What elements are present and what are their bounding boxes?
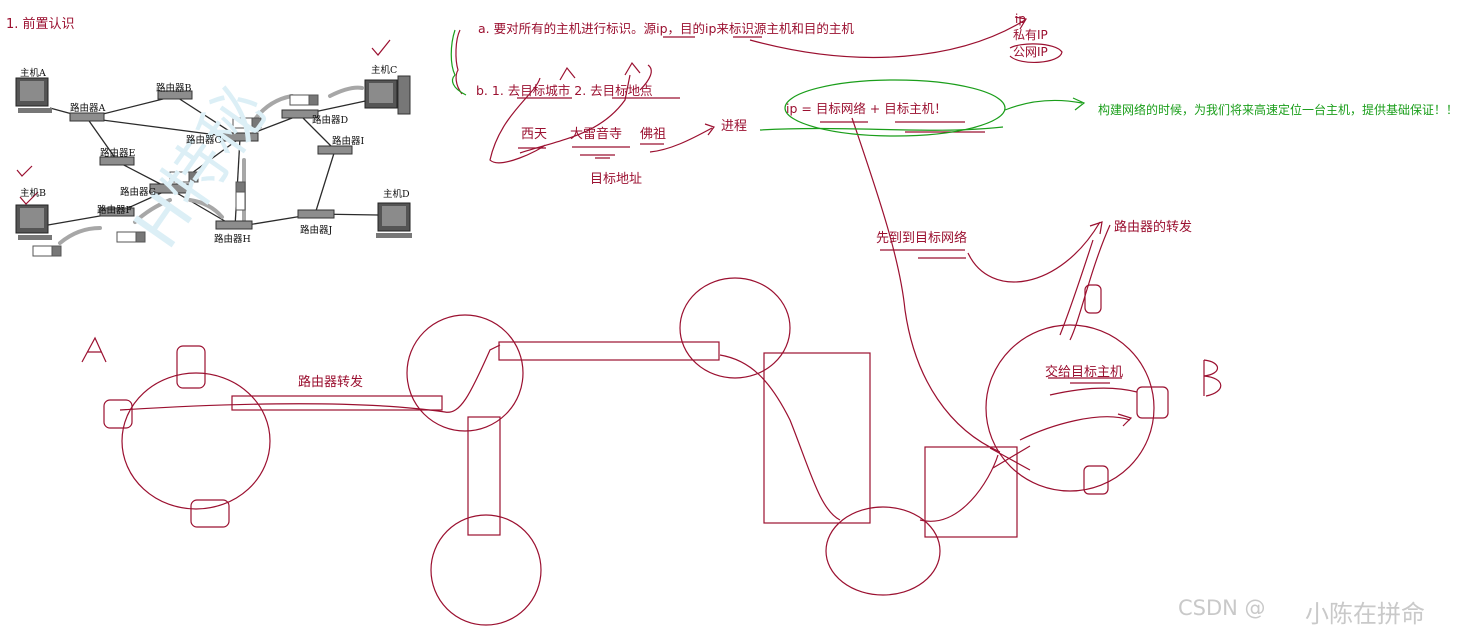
- router-j-label: 路由器J: [300, 225, 333, 236]
- router-a-label: 路由器A: [70, 103, 106, 114]
- section-title: 1. 前置认识: [6, 17, 75, 32]
- router-icons: [69, 90, 353, 230]
- host-a-icon: [15, 77, 52, 113]
- csdn-watermark: CSDN @: [1178, 596, 1266, 620]
- router-forwarding-label: 路由器的转发: [1114, 220, 1193, 235]
- place-leiyin: 大雷音寺: [570, 127, 623, 142]
- router-d-label: 路由器D: [312, 115, 349, 126]
- note-a: a. 要对所有的主机进行标识。源ip，目的ip来标识源主机和目的主机: [478, 21, 854, 36]
- host-d-label: 主机D: [383, 189, 410, 200]
- place-xitian: 西天: [521, 127, 548, 142]
- public-ip-label: 公网IP: [1013, 45, 1048, 59]
- router-i-label: 路由器I: [332, 136, 365, 147]
- author-watermark: 小陈在拼命: [1305, 600, 1425, 628]
- place-fozu: 佛祖: [640, 127, 667, 142]
- private-ip-label: 私有IP: [1013, 28, 1048, 42]
- host-d-icon: [376, 202, 412, 238]
- process-label: 进程: [721, 119, 748, 134]
- router-c-label: 路由器C: [186, 135, 222, 146]
- purpose-note: 构建网络的时候，为我们将来高速定位一台主机，提供基础保证！！: [1098, 103, 1459, 117]
- router-f-label: 路由器F: [97, 205, 133, 216]
- label-a: A: [200, 620, 201, 635]
- ip-formula: ip = 目标网络 + 目标主机！: [786, 101, 947, 116]
- packet-icons: [32, 94, 319, 257]
- host-computers: [15, 75, 412, 240]
- host-c-label: 主机C: [371, 65, 398, 76]
- target-address-label: 目标地址: [590, 172, 643, 187]
- router-g-label: 路由器G: [120, 187, 157, 198]
- router-b-label: 路由器B: [156, 83, 192, 94]
- ip-label: ip: [1015, 12, 1026, 26]
- deliver-host-label: 交给目标主机: [1045, 365, 1124, 380]
- router-forward-label: 路由器转发: [298, 375, 364, 390]
- host-c-icon: [364, 75, 411, 115]
- label-b: B: [1230, 620, 1231, 635]
- host-b-icon: [15, 204, 52, 240]
- router-h-label: 路由器H: [214, 234, 251, 245]
- note-b: b. 1. 去目标城市 2. 去目标地点: [476, 83, 653, 98]
- host-b-label: 主机B: [20, 188, 46, 199]
- ink-annotations: [16, 16, 1222, 626]
- router-e-label: 路由器E: [100, 148, 136, 159]
- green-annotations: [450, 29, 1086, 137]
- first-network-label: 先到到目标网络: [876, 231, 968, 246]
- host-a-label: 主机A: [20, 68, 46, 79]
